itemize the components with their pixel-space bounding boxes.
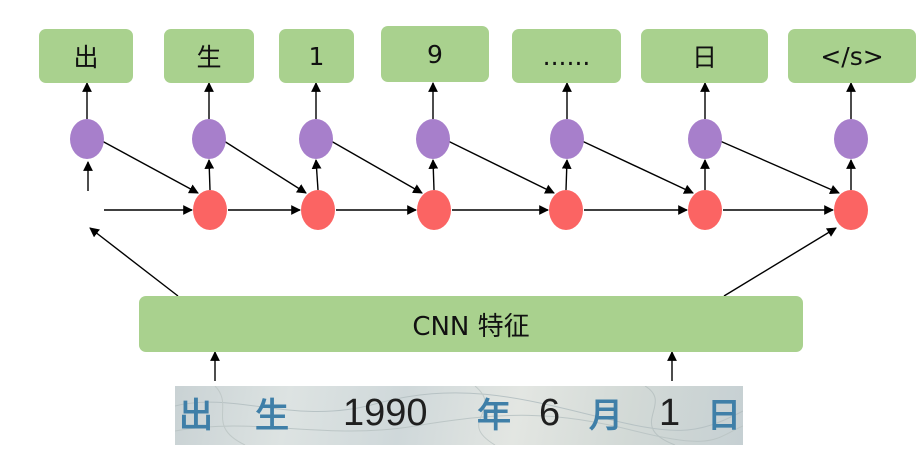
card-month: 6 [539, 392, 561, 434]
hidden-node-2 [301, 190, 335, 230]
hidden-node-3 [417, 190, 451, 230]
feedback-arrow-6 [719, 140, 840, 194]
hidden-node-1 [193, 190, 227, 230]
output-node-7 [834, 119, 868, 159]
feedback-arrow-3 [330, 140, 423, 194]
card-char-yue: 月 [589, 396, 623, 436]
output-token-3: 1 [279, 29, 354, 83]
feedback-arrow-2 [223, 140, 307, 194]
output-node-6 [688, 119, 722, 159]
output-token-2: 生 [164, 29, 254, 83]
card-char-chu: 出 [179, 396, 213, 436]
card-char-nian: 年 [477, 396, 511, 436]
output-token-1: 出 [39, 29, 133, 83]
hidden-node-4 [549, 190, 583, 230]
cnn-feature-box: CNN 特征 [139, 296, 803, 352]
hidden-to-output-arrow-2 [311, 159, 322, 191]
output-token-6: 日 [641, 29, 768, 83]
card-char-ri: 日 [707, 396, 741, 436]
id-card-date-image: 出 生 1990 年 6 月 1 日 [175, 386, 743, 445]
hidden-node-6 [834, 190, 868, 230]
feedback-arrow-1 [101, 140, 199, 194]
hidden-to-output-arrow-4 [561, 159, 572, 191]
feature-to-end-arrow [723, 227, 837, 297]
output-token-4: 9 [381, 26, 489, 82]
output-token-5: ...... [512, 29, 621, 83]
output-node-3 [299, 119, 333, 159]
feedback-arrow-4 [447, 140, 555, 194]
feedback-arrow-5 [581, 140, 694, 194]
card-day: 1 [659, 392, 681, 434]
feature-to-start-arrow [89, 227, 179, 297]
output-node-2 [192, 119, 226, 159]
output-node-1 [70, 119, 104, 159]
output-node-4 [416, 119, 450, 159]
output-node-5 [550, 119, 584, 159]
output-token-end: </s> [788, 29, 916, 83]
hidden-to-output-arrow-3 [428, 159, 439, 191]
hidden-to-output-arrow-1 [204, 159, 215, 191]
hidden-node-5 [688, 190, 722, 230]
card-char-sheng: 生 [255, 396, 289, 436]
card-year: 1990 [343, 392, 428, 434]
card-texture [175, 386, 743, 445]
